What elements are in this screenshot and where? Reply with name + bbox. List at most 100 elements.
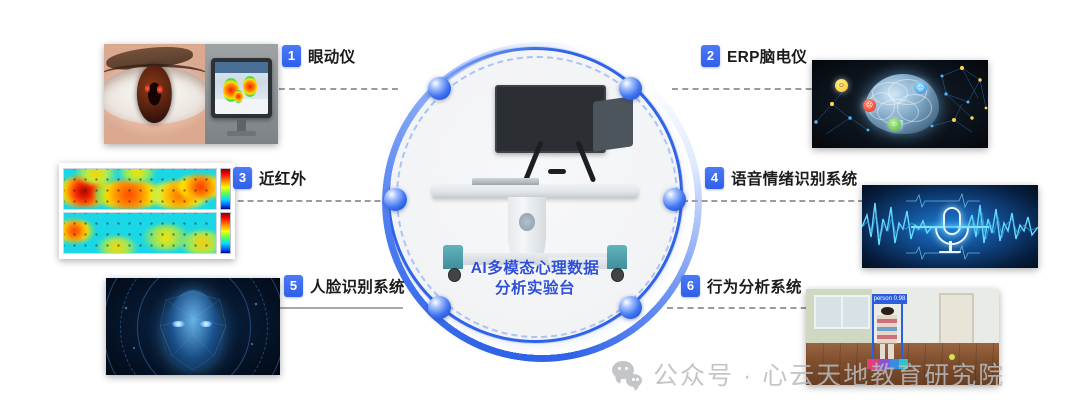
- badge-2: 2: [701, 45, 720, 67]
- behavior-analysis-image: person 0.98: [806, 289, 999, 385]
- analysis-overlay-bar: [867, 358, 908, 370]
- voice-emotion-image: [862, 185, 1038, 268]
- fnirs-heatmap-bottom: [63, 212, 217, 254]
- door: [939, 292, 974, 347]
- keyboard: [472, 178, 540, 186]
- caster-wheel-left: [447, 268, 461, 282]
- connector-line-6: [667, 307, 817, 309]
- screen-header-band: [214, 62, 269, 74]
- mic-connector-line-left: [911, 225, 943, 228]
- fnirs-colorbar-top: [220, 168, 231, 210]
- monitor-stand: [237, 118, 246, 132]
- gaze-heatmap-blob-c: [233, 90, 243, 103]
- connector-line-2: [672, 88, 822, 90]
- face-eye-left: [172, 321, 185, 327]
- label-item-4[interactable]: 4 语音情绪识别系统: [705, 167, 857, 189]
- badge-5: 5: [284, 275, 303, 297]
- monitor-bezel: [210, 58, 273, 118]
- eye-closeup: [104, 44, 205, 144]
- badge-1: 1: [282, 45, 301, 67]
- badge-6: 6: [681, 275, 700, 297]
- window-pane: [840, 294, 870, 330]
- gaze-heatmap-blob-b: [242, 75, 258, 98]
- ball-on-floor: [948, 354, 955, 361]
- badge-3: 3: [233, 167, 252, 189]
- emoji-calm-green: ☺: [887, 118, 901, 132]
- thumbnail-voice-emotion[interactable]: [862, 185, 1038, 268]
- emoji-angry-red: ☹: [863, 98, 877, 112]
- hub-node-4[interactable]: [663, 188, 686, 211]
- thumbnail-eye-tracker[interactable]: [104, 44, 278, 144]
- label-text-3: 近红外: [259, 171, 307, 188]
- label-item-5[interactable]: 5 人脸识别系统: [284, 275, 405, 297]
- ir-glint-right: [157, 84, 163, 94]
- microphone-base: [939, 250, 961, 253]
- label-text-4: 语音情绪识别系统: [731, 171, 858, 188]
- badge-4: 4: [705, 167, 724, 189]
- label-text-6: 行为分析系统: [707, 279, 802, 296]
- caster-wheel-right: [611, 268, 625, 282]
- label-item-1[interactable]: 1 眼动仪: [282, 45, 355, 67]
- fnirs-colorbar-bottom: [220, 212, 231, 254]
- center-title: AI多模态心理数据 分析实验台: [387, 259, 683, 299]
- label-text-2: ERP脑电仪: [727, 49, 808, 66]
- thumbnail-erp-brain[interactable]: ☺ ☹ ☹ ☺: [812, 60, 988, 148]
- monitor-base: [226, 131, 257, 136]
- hub-node-5[interactable]: [428, 296, 451, 319]
- equipment-box: [548, 257, 607, 269]
- label-item-2[interactable]: 2 ERP脑电仪: [701, 45, 807, 67]
- person-leg-left: [879, 343, 886, 363]
- optode-grid: [64, 169, 216, 209]
- hub-node-3[interactable]: [384, 188, 407, 211]
- face-recognition-image: [106, 278, 280, 375]
- watermark: 公众号 · 心云天地教育研究院: [612, 356, 1005, 392]
- central-hub: AI多模态心理数据 分析实验台: [382, 42, 702, 362]
- ir-glint-left: [144, 83, 151, 93]
- face-mesh-lines: [124, 291, 258, 371]
- emoji-sad-blue: ☹: [914, 81, 928, 95]
- emoji-happy-yellow: ☺: [834, 79, 848, 93]
- person-head: [880, 306, 894, 316]
- fnirs-image: [59, 163, 235, 259]
- iris: [137, 65, 172, 123]
- cabinet-logo: [519, 213, 535, 231]
- hub-node-6[interactable]: [619, 296, 642, 319]
- eye-tracker-monitor-scene: [204, 44, 278, 144]
- screen-footer-band: [214, 99, 269, 114]
- teal-foot-right: [606, 245, 627, 269]
- face-eye-right: [200, 321, 213, 327]
- eye-tracker-image: [104, 44, 278, 144]
- thumbnail-behavior-analysis[interactable]: person 0.98: [806, 289, 999, 385]
- monitor-screen: [214, 62, 269, 114]
- wechat-dot: [625, 367, 628, 370]
- desk-top: [431, 185, 639, 198]
- thumbnail-face-recognition[interactable]: [106, 278, 280, 375]
- hub-node-1[interactable]: [428, 77, 451, 100]
- detection-label: person 0.98: [871, 294, 908, 305]
- watermark-text: 公众号 · 心云天地教育研究院: [653, 362, 1006, 390]
- thumbnail-fnirs[interactable]: [59, 163, 235, 259]
- primary-monitor: [494, 85, 607, 153]
- fnirs-map-row-bottom: [63, 212, 231, 254]
- label-text-1: 眼动仪: [308, 49, 356, 66]
- teal-foot-left: [443, 245, 464, 269]
- person-leg-right: [888, 343, 895, 363]
- label-item-6[interactable]: 6 行为分析系统: [681, 275, 802, 297]
- microphone-stem: [948, 241, 952, 252]
- wireframe-head: [165, 289, 221, 370]
- fnirs-heatmap-top: [63, 168, 217, 210]
- wechat-dot: [618, 367, 621, 370]
- person-torso: [877, 314, 897, 344]
- person-bounding-box: person 0.98: [867, 294, 908, 370]
- optode-grid: [64, 213, 216, 253]
- fnirs-map-row-top: [63, 168, 231, 210]
- lab-workstation-illustration: [423, 81, 647, 282]
- monitor-arm-base: [548, 169, 567, 174]
- center-title-line1: AI多模态心理数据: [470, 260, 600, 277]
- mic-connector-line-right: [957, 225, 989, 228]
- wechat-icon: [612, 361, 642, 387]
- erp-brain-image: ☺ ☹ ☹ ☺: [812, 60, 988, 148]
- label-item-3[interactable]: 3 近红外: [233, 167, 306, 189]
- gyrus-line: [897, 94, 932, 122]
- hub-node-2[interactable]: [619, 77, 642, 100]
